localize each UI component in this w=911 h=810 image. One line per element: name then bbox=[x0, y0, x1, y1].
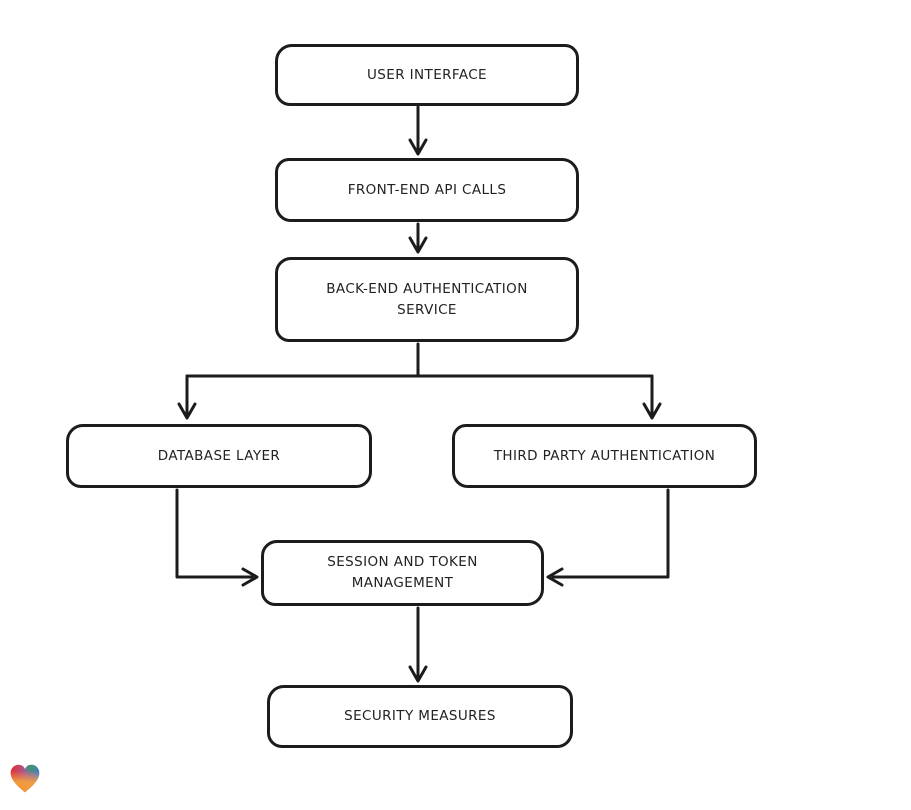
node-back-end-authentication-service[interactable]: BACK-END AUTHENTICATION SERVICE bbox=[275, 257, 579, 342]
node-label: SECURITY MEASURES bbox=[344, 708, 496, 725]
node-security-measures[interactable]: SECURITY MEASURES bbox=[267, 685, 573, 748]
node-third-party-authentication[interactable]: THIRD PARTY AUTHENTICATION bbox=[452, 424, 757, 488]
node-label: SESSION AND TOKEN MANAGEMENT bbox=[327, 554, 478, 591]
edge-back-end-authentication-service-branch bbox=[177, 342, 662, 420]
edge-front-end-api-calls-to-back-end-authentication-service bbox=[408, 222, 428, 254]
gradient-heart-icon bbox=[10, 764, 40, 793]
node-label: FRONT-END API CALLS bbox=[347, 181, 507, 198]
edge-user-interface-to-front-end-api-calls bbox=[408, 105, 428, 156]
node-front-end-api-calls[interactable]: FRONT-END API CALLS bbox=[275, 158, 579, 222]
node-label: THIRD PARTY AUTHENTICATION bbox=[493, 447, 716, 464]
node-user-interface[interactable]: USER INTERFACE bbox=[275, 44, 579, 106]
edge-database-layer-to-session-and-token-management bbox=[175, 488, 259, 587]
node-label: DATABASE LAYER bbox=[157, 447, 281, 464]
node-session-and-token-management[interactable]: SESSION AND TOKEN MANAGEMENT bbox=[261, 540, 544, 606]
edge-session-and-token-management-to-security-measures bbox=[408, 606, 428, 683]
node-label: BACK-END AUTHENTICATION SERVICE bbox=[326, 280, 528, 318]
node-database-layer[interactable]: DATABASE LAYER bbox=[66, 424, 372, 488]
edge-third-party-authentication-to-session-and-token-management bbox=[546, 488, 670, 587]
node-label: USER INTERFACE bbox=[367, 66, 487, 83]
